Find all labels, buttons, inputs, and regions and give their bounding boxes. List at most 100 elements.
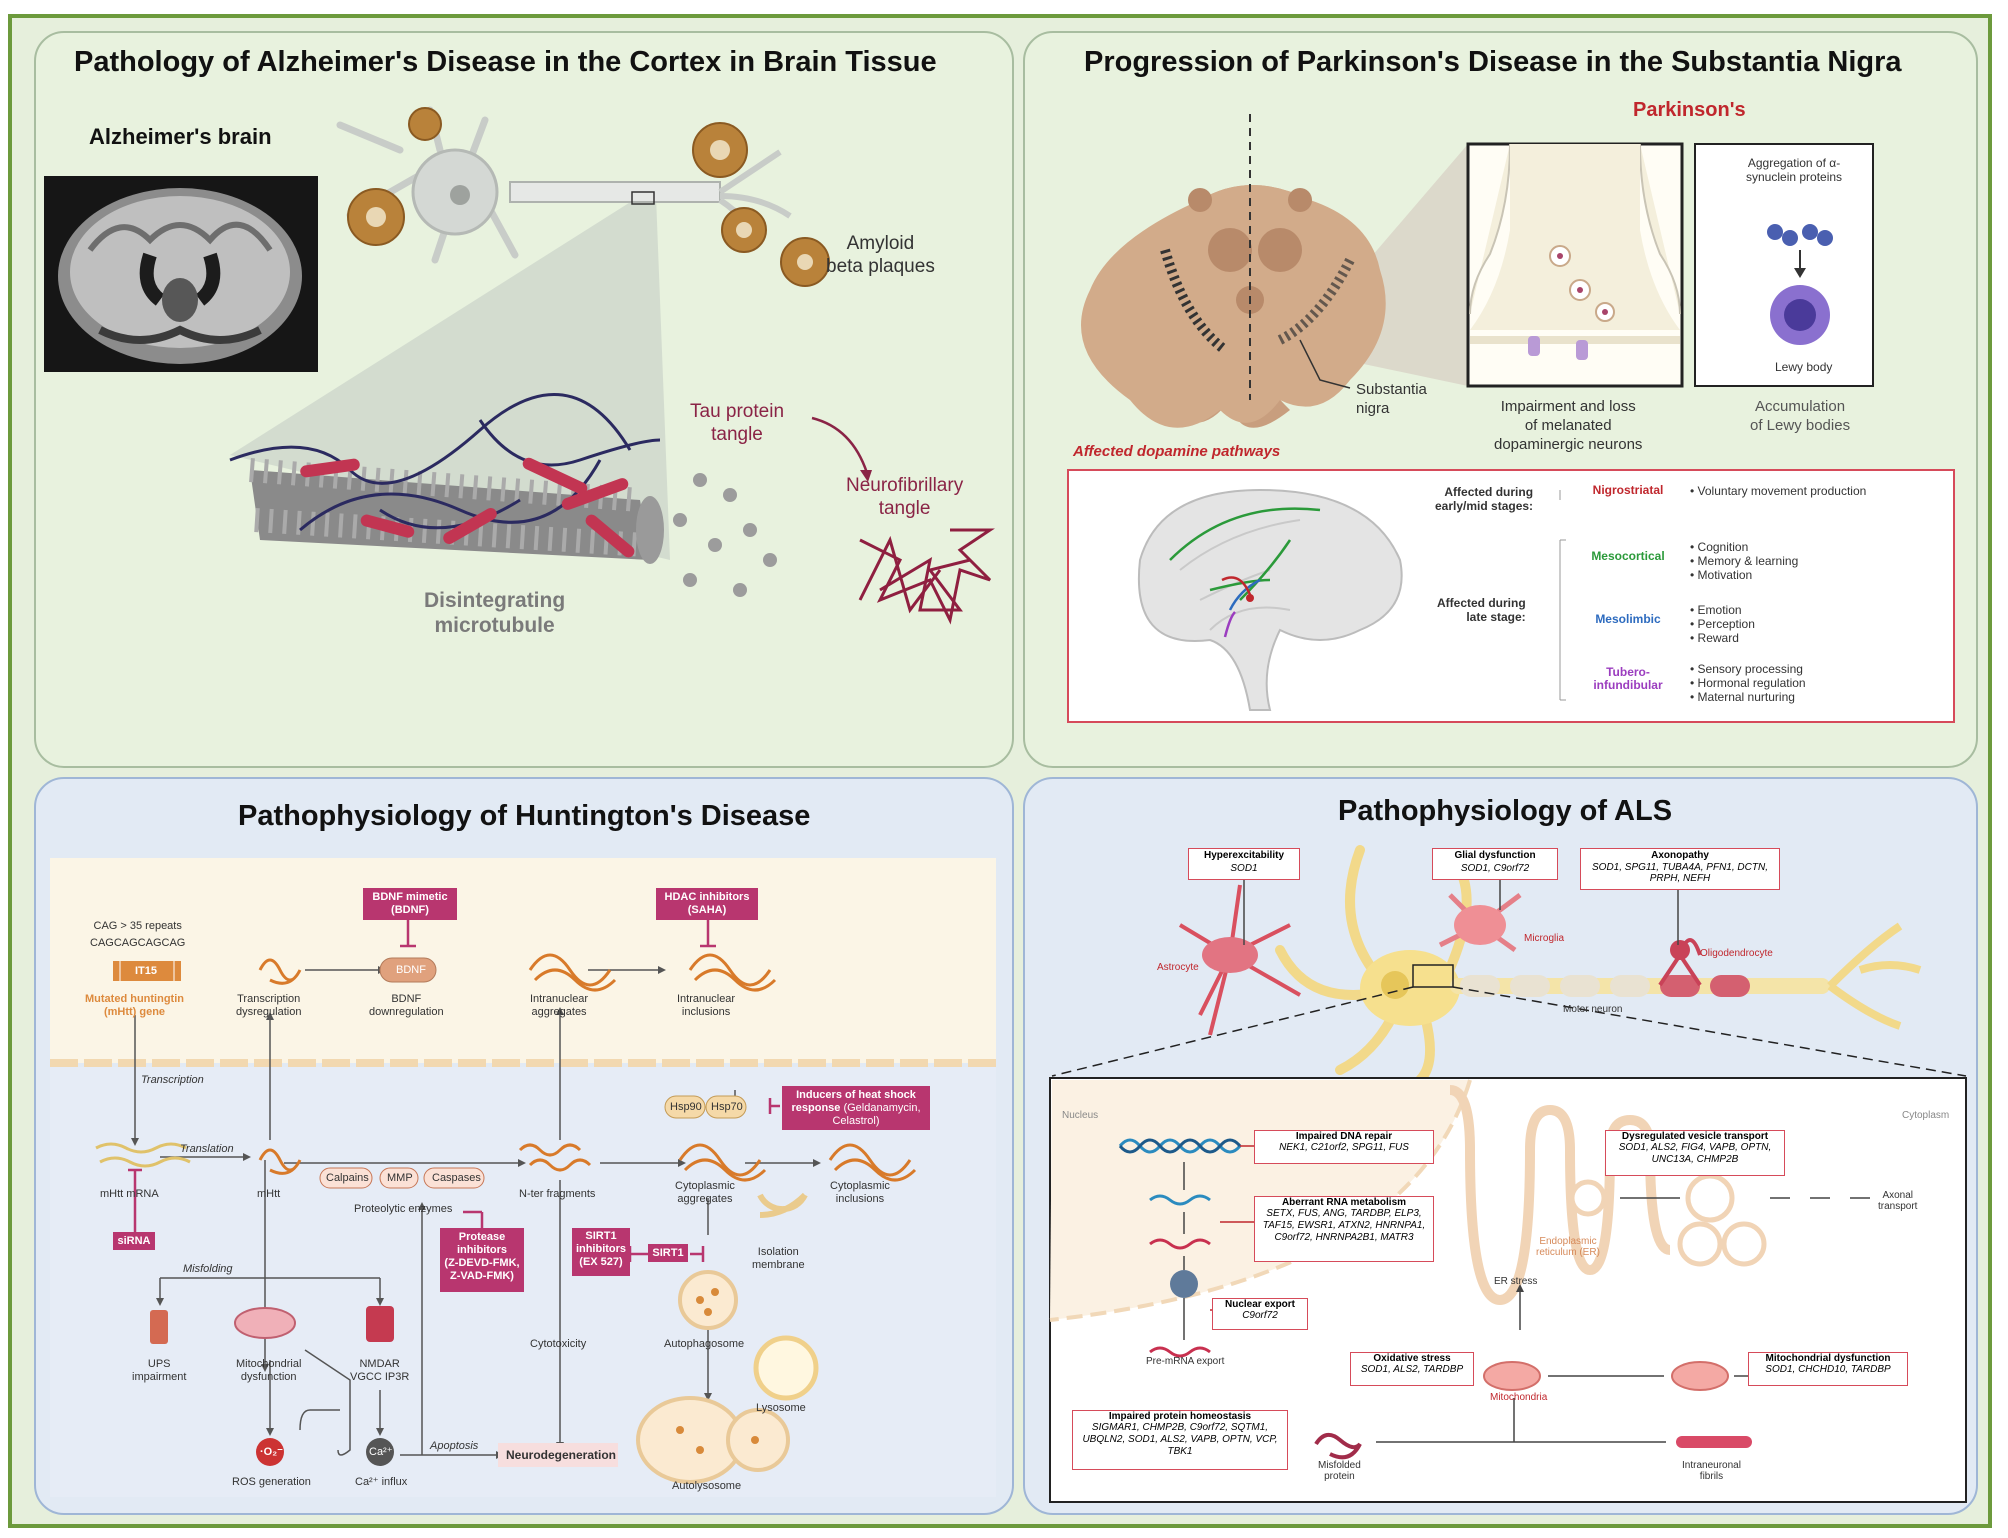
cag-label: CAG > 35 repeats CAGCAGCAGCAG	[90, 920, 186, 949]
mhtt-label: mHtt	[257, 1188, 281, 1200]
mito-dysfunction-title: Mitochondrial dysfunction	[1765, 1353, 1891, 1364]
parkinsons-label: Parkinson's	[1633, 99, 1746, 121]
caspases-label: Caspases	[432, 1172, 481, 1184]
ups-label: UPS impairment	[132, 1358, 187, 1383]
accumulation-label: Accumulation of Lewy bodies	[1750, 398, 1851, 434]
proteolytic-label: Proteolytic enzymes	[354, 1203, 453, 1215]
cytoplasmic-inclusions-label: Cytoplasmic inclusions	[830, 1180, 890, 1205]
astrocyte-label: Astrocyte	[1157, 962, 1199, 973]
lysosome-label: Lysosome	[756, 1402, 806, 1414]
bdnf-mimetic-box: BDNF mimetic (BDNF)	[363, 888, 457, 920]
hsp90-label: Hsp90	[670, 1101, 702, 1113]
glial-genes: SOD1, C9orf72	[1460, 863, 1530, 874]
autophagosome-label: Autophagosome	[664, 1338, 745, 1350]
als-panel	[1023, 777, 1978, 1515]
sirt1-inhibitors-box: SIRT1 inhibitors (EX 527)	[572, 1228, 630, 1276]
oxidative-genes: SOD1, ALS2, TARDBP	[1360, 1364, 1464, 1375]
rna-genes: SETX, FUS, ANG, TARDBP, ELP3, TAF15, EWS…	[1262, 1208, 1426, 1243]
misfolded-protein-label: Misfolded protein	[1318, 1460, 1361, 1482]
pathway-functions: • Sensory processing • Hormonal regulati…	[1690, 662, 1806, 704]
protease-inhibitors-box: Protease inhibitors (Z-DEVD-FMK, Z-VAD-F…	[440, 1228, 524, 1292]
transcription-label: Transcription	[141, 1074, 204, 1086]
heat-shock-box: Inducers of heat shock response (Geldana…	[782, 1086, 930, 1130]
apoptosis-label: Apoptosis	[430, 1440, 479, 1452]
oligodendrocyte-label: Oligodendrocyte	[1700, 948, 1773, 959]
transcription-dysregulation-label: Transcription dysregulation	[236, 993, 302, 1018]
hsp70-label: Hsp70	[711, 1101, 743, 1113]
microglia-label: Microglia	[1524, 933, 1565, 944]
huntington-title: Pathophysiology of Huntington's Disease	[238, 800, 811, 832]
cytoplasm-label: Cytoplasm	[1902, 1110, 1950, 1121]
alzheimer-brain-label: Alzheimer's brain	[89, 124, 272, 149]
axonal-transport-label: Axonal transport	[1878, 1190, 1918, 1212]
motor-neuron-label: Motor neuron	[1563, 1004, 1623, 1015]
vesicle-title: Dysregulated vesicle transport	[1621, 1131, 1769, 1142]
affected-pathways-label: Affected dopamine pathways	[1073, 443, 1281, 460]
nucleus-label: Nucleus	[1062, 1110, 1099, 1121]
aggregation-label: Aggregation of α- synuclein proteins	[1746, 156, 1843, 184]
nter-fragments-label: N-ter fragments	[519, 1188, 596, 1200]
sirna-box: siRNA	[113, 1232, 155, 1250]
protein-homeostasis-genes: SIGMAR1, CHMP2B, C9orf72, SQTM1, UBQLN2,…	[1082, 1422, 1278, 1457]
pathway-functions: • Voluntary movement production	[1690, 484, 1867, 498]
parkinson-title: Progression of Parkinson's Disease in th…	[1084, 46, 1902, 78]
late-stage-label: Affected during late stage:	[1437, 596, 1526, 624]
intranuclear-aggregates-label: Intranuclear aggregates	[530, 993, 589, 1018]
ros-symbol: ·O₂⁻	[260, 1446, 283, 1458]
alzheimer-title: Pathology of Alzheimer's Disease in the …	[74, 46, 937, 78]
bdnf-label: BDNF	[396, 964, 426, 976]
fibrils-label: Intraneuronal fibrils	[1682, 1460, 1741, 1482]
translation-label: Translation	[180, 1143, 234, 1155]
oxidative-title: Oxidative stress	[1373, 1353, 1451, 1364]
hdac-box: HDAC inhibitors (SAHA)	[656, 888, 758, 920]
pathway-name: Mesocortical	[1591, 549, 1665, 563]
hyperexcitability-title: Hyperexcitability	[1203, 850, 1285, 861]
early-stage-label: Affected during early/mid stages:	[1435, 485, 1534, 513]
dna-repair-title: Impaired DNA repair	[1295, 1131, 1393, 1142]
als-title: Pathophysiology of ALS	[1338, 795, 1673, 827]
heat-shock-compounds: (Geldanamycin, Celastrol)	[832, 1102, 921, 1127]
lewy-body-label: Lewy body	[1775, 360, 1833, 374]
pathway-name: Tubero- infundibular	[1593, 665, 1663, 692]
autolysosome-label: Autolysosome	[672, 1480, 742, 1492]
pathway-functions: • Cognition • Memory & learning • Motiva…	[1690, 540, 1799, 582]
glial-title: Glial dysfunction	[1454, 850, 1536, 861]
hyperexcitability-genes: SOD1	[1230, 863, 1258, 874]
mutated-gene-label: Mutated huntingtin (mHtt) gene	[85, 993, 184, 1018]
bdnf-downregulation-label: BDNF downregulation	[369, 993, 444, 1018]
intranuclear-inclusions-label: Intranuclear inclusions	[677, 993, 736, 1018]
mitochondria-label: Mitochondria	[1490, 1392, 1548, 1403]
ros-label: ROS generation	[232, 1476, 311, 1488]
dna-repair-genes: NEK1, C21orf2, SPG11, FUS	[1279, 1142, 1409, 1153]
pathway-name: Nigrostriatal	[1592, 483, 1664, 497]
er-stress-label: ER stress	[1494, 1276, 1538, 1287]
neurodegeneration-label: Neurodegeneration	[506, 1448, 617, 1462]
cytotoxicity-label: Cytotoxicity	[530, 1338, 587, 1350]
mito-dysfunction-genes: SOD1, CHCHD10, TARDBP	[1765, 1364, 1891, 1375]
misfolding-label: Misfolding	[183, 1263, 233, 1275]
pathway-functions: • Emotion • Perception • Reward	[1690, 603, 1755, 645]
axonopathy-genes: SOD1, SPG11, TUBA4A, PFN1, DCTN, PRPH, N…	[1592, 862, 1768, 884]
amyloid-label: Amyloid beta plaques	[826, 233, 935, 277]
premrna-label: Pre-mRNA export	[1146, 1356, 1225, 1367]
vesicle-genes: SOD1, ALS2, FIG4, VAPB, OPTN, UNC13A, CH…	[1618, 1142, 1772, 1165]
substantia-label: Substantia nigra	[1356, 381, 1427, 417]
mito-dysfunction-label: Mitochondrial dysfunction	[236, 1358, 302, 1383]
tau-label: Tau protein tangle	[690, 401, 785, 445]
it15-label: IT15	[135, 965, 158, 977]
protein-homeostasis-title: Impaired protein homeostasis	[1108, 1411, 1252, 1422]
axonopathy-title: Axonopathy	[1651, 850, 1709, 861]
rna-title: Aberrant RNA metabolism	[1281, 1197, 1407, 1208]
impairment-label: Impairment and loss of melanated dopamin…	[1494, 398, 1643, 453]
isolation-membrane-label: Isolation membrane	[752, 1246, 805, 1271]
sirt1-box: SIRT1	[648, 1244, 688, 1262]
er-label: Endoplasmic reticulum (ER)	[1536, 1236, 1600, 1258]
